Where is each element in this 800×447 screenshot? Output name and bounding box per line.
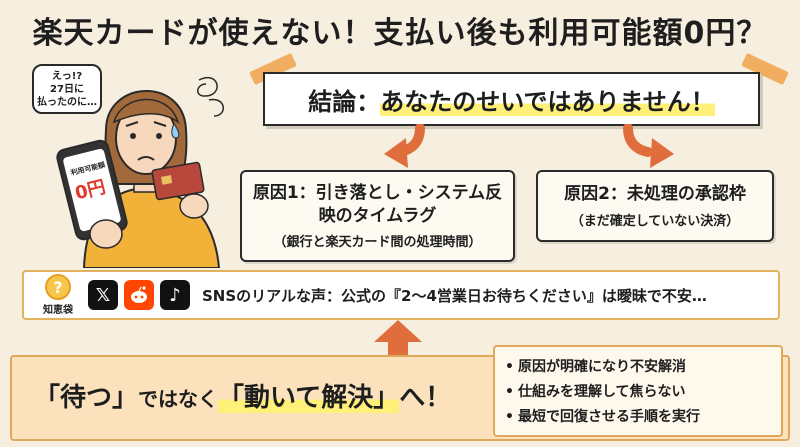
cause2-sub: （まだ確定していない決済）: [570, 213, 740, 229]
arrow-to-cause1-icon: [384, 124, 425, 168]
worried-woman-illustration: えっ!? 27日に 払ったのに… 利用可能額 0円: [14, 60, 236, 269]
cause1-sub: （銀行と楽天カード間の処理時間）: [273, 235, 482, 251]
question-icon: ?: [45, 274, 71, 300]
action-headline: 「待つ」ではなく「動いて解決」へ！: [34, 383, 452, 413]
sns-voice-bar: ? 知恵袋 𝕏 ♪ SNSのリアルな声：公式の『2〜4営業日お待ちください』は曖…: [22, 270, 780, 320]
x-logo-icon: 𝕏: [88, 280, 118, 310]
chiebukuro-badge: ? 知恵袋: [36, 274, 80, 316]
cause2-box: 原因2：未処理の承認枠 （まだ確定していない決済）: [536, 170, 774, 242]
cause1-box: 原因1：引き落とし・システム反映のタイムラグ （銀行と楽天カード間の処理時間）: [240, 170, 515, 262]
conclusion-box: 結論：あなたのせいではありません！: [263, 72, 760, 126]
arrow-to-cause2-icon: [623, 124, 674, 168]
list-item: 仕組みを理解して焦らない: [505, 380, 771, 405]
cause2-title: 原因2：未処理の承認枠: [564, 184, 746, 205]
benefit-list: 原因が明確になり不安解消 仕組みを理解して焦らない 最短で回復させる手順を実行: [493, 345, 783, 437]
woman-figure-icon: [56, 77, 224, 269]
tiktok-logo-icon: ♪: [160, 280, 190, 310]
list-item: 原因が明確になり不安解消: [505, 355, 771, 380]
reddit-logo-icon: [124, 280, 154, 310]
conclusion-text: 結論：あなたのせいではありません！: [308, 87, 715, 116]
sns-voice-text: SNSのリアルな声：公式の『2〜4営業日お待ちください』は曖昧で不安…: [202, 286, 707, 305]
cause1-title: 原因1：引き落とし・システム反映のタイムラグ: [252, 182, 503, 226]
list-item: 最短で回復させる手順を実行: [505, 405, 771, 430]
speech-bubble: えっ!? 27日に 払ったのに…: [32, 64, 102, 114]
page-title: 楽天カードが使えない！支払い後も利用可能額0円？: [32, 16, 768, 51]
arrow-up-icon: [374, 320, 422, 364]
